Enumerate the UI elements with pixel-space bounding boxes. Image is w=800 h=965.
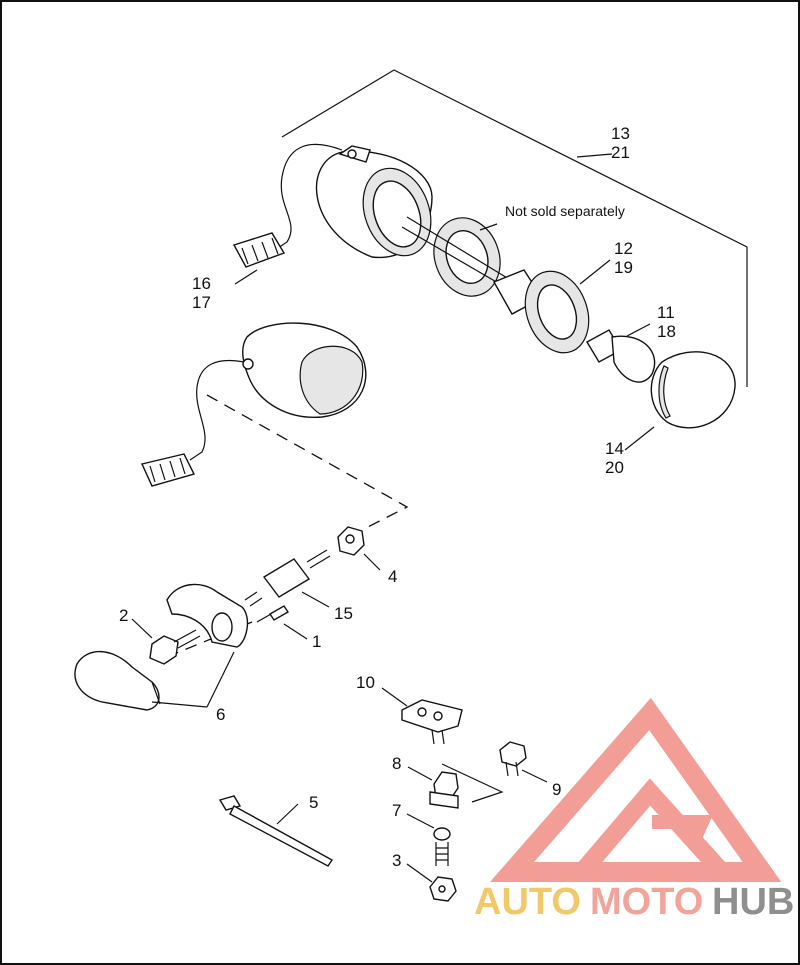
logo-g-icon bbox=[652, 815, 713, 847]
leader-lines bbox=[131, 223, 655, 883]
clamp-upper bbox=[166, 583, 249, 648]
callout-18: 18 bbox=[657, 322, 676, 341]
bolt-2 bbox=[149, 629, 201, 665]
callout-2: 2 bbox=[119, 606, 128, 625]
dashed-path-1 bbox=[206, 394, 409, 531]
callout-8: 8 bbox=[392, 754, 401, 773]
assembly-bracket bbox=[281, 69, 748, 387]
logo-triangle-icon bbox=[489, 697, 782, 882]
callout-7: 7 bbox=[392, 801, 401, 820]
nut-3 bbox=[429, 876, 457, 902]
nut-9 bbox=[499, 741, 527, 777]
screw-7 bbox=[433, 827, 451, 866]
callout-11: 11 bbox=[657, 303, 675, 322]
bulb-11-18 bbox=[586, 329, 656, 383]
cable-strap-5 bbox=[218, 795, 334, 867]
leader-13 bbox=[576, 153, 613, 158]
socket-12-19 bbox=[492, 269, 590, 354]
callout-13: 13 bbox=[611, 124, 630, 143]
watermark-text: AUTO MOTO HUB bbox=[474, 881, 794, 923]
watermark-logo bbox=[489, 697, 782, 882]
wire-upper-1 bbox=[406, 216, 523, 288]
plate-10 bbox=[401, 699, 463, 745]
upper-lamp-housing bbox=[271, 143, 433, 259]
callout-15: 15 bbox=[334, 604, 353, 623]
not-sold-separately-note: Not sold separately bbox=[505, 203, 625, 219]
lens-14-20 bbox=[650, 351, 736, 429]
screw-1 bbox=[256, 605, 289, 623]
clamp-lower-6 bbox=[74, 650, 161, 711]
watermark-auto: AUTO bbox=[474, 881, 581, 923]
callout-4: 4 bbox=[388, 567, 397, 586]
callout-numbers: 13 21 16 17 12 19 11 18 14 20 4 15 2 1 6… bbox=[119, 124, 676, 870]
watermark-moto: MOTO bbox=[590, 881, 703, 923]
callout-19: 19 bbox=[614, 258, 633, 277]
callout-17: 17 bbox=[192, 293, 211, 312]
callout-1: 1 bbox=[312, 632, 321, 651]
callout-5: 5 bbox=[309, 793, 318, 812]
stud-15 bbox=[244, 549, 331, 607]
callout-9: 9 bbox=[552, 780, 561, 799]
callout-21: 21 bbox=[611, 143, 630, 162]
bracket-10-9 bbox=[441, 763, 504, 803]
connector-lower bbox=[141, 453, 196, 487]
connector-upper bbox=[232, 232, 286, 268]
watermark-hub: HUB bbox=[712, 881, 794, 923]
nut-4 bbox=[337, 526, 365, 556]
callout-16: 16 bbox=[192, 274, 211, 293]
callout-12: 12 bbox=[614, 239, 633, 258]
callout-10: 10 bbox=[356, 673, 375, 692]
callout-3: 3 bbox=[392, 851, 401, 870]
callout-20: 20 bbox=[605, 458, 624, 477]
lower-lamp-housing bbox=[189, 322, 367, 461]
callout-14: 14 bbox=[605, 439, 624, 458]
gasket-not-sold bbox=[433, 217, 501, 297]
callout-6: 6 bbox=[216, 705, 225, 724]
fitting-8 bbox=[429, 771, 459, 809]
